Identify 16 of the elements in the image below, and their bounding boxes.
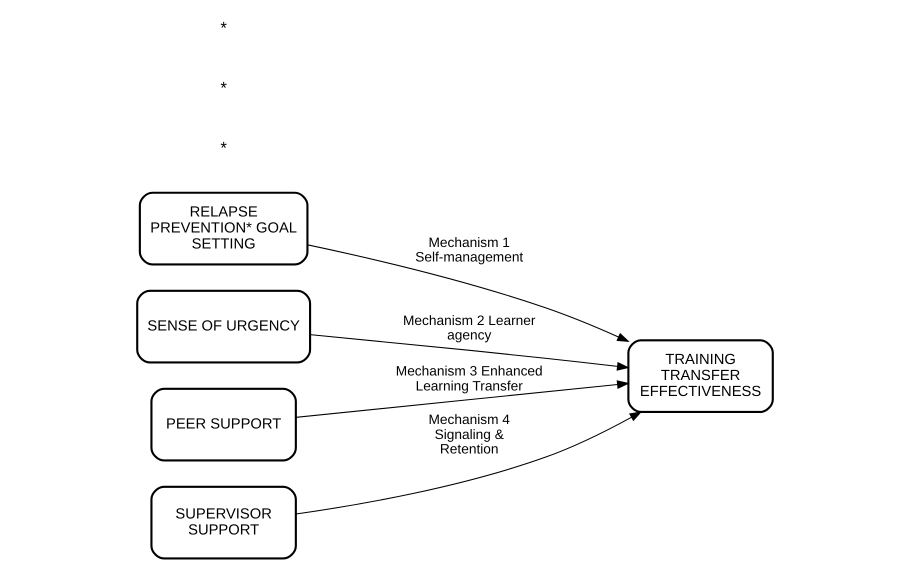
label: * [220, 78, 227, 98]
edge-label: Mechanism 1 Self-management [415, 234, 524, 265]
node-box: SENSE OF URGENCY [136, 290, 312, 364]
arrow [307, 244, 630, 342]
edge-label: Mechanism 4 Signaling & Retention [428, 412, 510, 457]
arrow [310, 334, 630, 371]
label: * [220, 138, 227, 158]
arrow [296, 411, 642, 515]
edge-label: Mechanism 2 Learner agency [403, 312, 536, 343]
label: * [220, 18, 227, 38]
node-box: TRAINING TRANSFER EFFECTIVENESS [627, 339, 774, 414]
edge-label: Mechanism 3 Enhanced Learning Transfer [396, 364, 543, 394]
node-box: RELAPSE PREVENTION* GOAL SETTING [138, 192, 308, 266]
node-box: PEER SUPPORT [150, 388, 297, 462]
node-box: SUPERVISOR SUPPORT [150, 486, 297, 560]
arrow [296, 380, 630, 418]
